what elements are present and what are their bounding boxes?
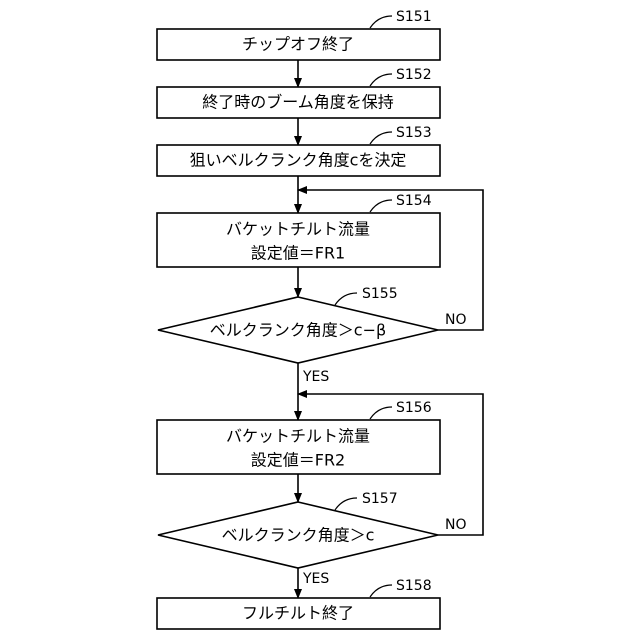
step-s151-text: チップオフ終了: [242, 35, 354, 54]
step-s153-leader: [370, 132, 392, 144]
step-s156-leader: [370, 407, 392, 419]
step-s152-label: S152: [396, 67, 432, 83]
step-s151-label: S151: [396, 9, 432, 25]
step-s154-label: S154: [396, 193, 432, 209]
step-s156-line1: バケットチルト流量: [226, 427, 370, 446]
step-s154-leader: [370, 200, 392, 212]
step-s153-label: S153: [396, 125, 432, 141]
decision-s155-label: S155: [362, 286, 398, 302]
step-s156-line2: 設定値＝FR2: [251, 451, 346, 470]
decision-s157-no-label: NO: [445, 517, 467, 533]
step-s156-label: S156: [396, 400, 432, 416]
decision-s157-label: S157: [362, 491, 398, 507]
decision-s157-text: ベルクランク角度＞c: [222, 526, 375, 545]
step-s158-text: フルチルト終了: [242, 604, 354, 623]
decision-s157-leader: [335, 498, 357, 510]
step-s154-line2: 設定値＝FR1: [251, 244, 346, 263]
step-s151-leader: [370, 16, 392, 28]
decision-s157-yes-label: YES: [302, 571, 329, 587]
decision-s155-yes-label: YES: [302, 369, 329, 385]
decision-s155-text: ベルクランク角度＞c−β: [210, 321, 386, 340]
decision-s155-no-label: NO: [445, 312, 467, 328]
step-s158-label: S158: [396, 578, 432, 594]
step-s158-leader: [370, 585, 392, 597]
decision-s155-leader: [335, 293, 357, 305]
step-s152-text: 終了時のブーム角度を保持: [202, 93, 394, 112]
step-s154-line1: バケットチルト流量: [226, 220, 370, 239]
step-s153-text: 狙いベルクランク角度cを決定: [190, 151, 407, 170]
step-s152-leader: [370, 74, 392, 86]
